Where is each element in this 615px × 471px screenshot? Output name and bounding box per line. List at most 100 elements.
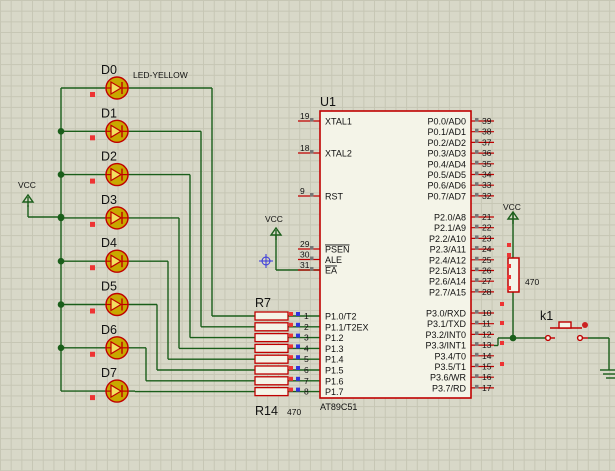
pin-number: 38 (482, 127, 492, 137)
pin-number: 27 (482, 276, 492, 286)
pin-name: P3.5/T1 (434, 362, 466, 372)
resistor-element (254, 343, 289, 354)
pin-name: P2.7/A15 (429, 287, 466, 297)
pin-number: 1 (304, 311, 309, 321)
vcc-arrow-icon (506, 210, 520, 224)
pin-number: 9 (300, 186, 305, 196)
vcc-label-left: VCC (18, 180, 36, 190)
pin-number: 17 (482, 383, 492, 393)
switch-indicator (582, 322, 588, 328)
resistor-element (254, 311, 289, 321)
junction-dot (57, 213, 65, 221)
pin-name: EA (325, 266, 337, 276)
led-value-label: LED-YELLOW (133, 70, 188, 80)
rnet-value: 470 (287, 407, 301, 417)
pin-name: P1.5 (325, 366, 344, 376)
resistor-network[interactable] (254, 311, 300, 397)
junction-dot (57, 171, 65, 178)
pin-number: 25 (482, 255, 492, 265)
pin-name: P3.3/INT1 (425, 341, 466, 351)
resistor-element (254, 376, 289, 386)
pin-number: 8 (304, 387, 309, 397)
ground-icon (600, 369, 615, 379)
probe-crosshair-icon (259, 254, 273, 268)
pin-number: 22 (482, 223, 492, 233)
switch-ref: k1 (540, 309, 553, 323)
led-3[interactable]: D3 (90, 193, 129, 230)
led-ref: D3 (101, 193, 117, 207)
pin-number: 3 (304, 333, 309, 343)
led-7[interactable]: D7 (90, 366, 129, 403)
chip-body[interactable] (319, 110, 472, 399)
pin-name: P3.7/RD (432, 383, 467, 393)
pin-name: P0.5/AD5 (427, 170, 466, 180)
pin-number: 39 (482, 116, 492, 126)
pin-number: 24 (482, 244, 492, 254)
pin-name: ALE (325, 255, 342, 265)
pin-name: P2.1/A9 (434, 223, 466, 233)
pin-name: P1.4 (325, 355, 344, 365)
pin-name: P0.0/AD0 (427, 117, 466, 127)
pin-number: 23 (482, 233, 492, 243)
junction-dot (57, 127, 65, 135)
pin-number: 7 (304, 376, 309, 386)
chip-ref: U1 (320, 95, 336, 109)
pin-name: P3.2/INT0 (425, 330, 466, 340)
junction-dot (509, 334, 517, 342)
vcc-terminals (21, 193, 520, 240)
pin-number: 12 (482, 329, 492, 339)
pin-number: 15 (482, 362, 492, 372)
vcc-label-pullup: VCC (503, 202, 521, 212)
pin-name: P2.5/A13 (429, 266, 466, 276)
pin-name: P1.3 (325, 344, 344, 354)
pin-number: 30 (300, 250, 310, 260)
resistor-element (254, 365, 289, 375)
pin-number: 19 (300, 111, 310, 121)
pin-name: P1.0/T2 (325, 312, 357, 322)
pin-name: PSEN (325, 245, 350, 255)
pin-name: P2.2/A10 (429, 234, 466, 244)
rnet-ref-top: R7 (255, 296, 271, 310)
resistor-element (254, 332, 289, 343)
junction-dot (57, 301, 65, 308)
vcc-label-ea: VCC (265, 214, 283, 224)
pin-number: 33 (482, 180, 492, 190)
pushbutton-switch[interactable] (544, 321, 588, 342)
led-ref: D4 (101, 236, 117, 250)
chip-part: AT89C51 (320, 402, 357, 412)
junction-dot (57, 257, 65, 265)
led-6[interactable]: D6 (90, 323, 129, 360)
pin-name: P3.0/RXD (426, 309, 467, 319)
pin-number: 10 (482, 308, 492, 318)
pin-name: P1.2 (325, 333, 344, 343)
led-2[interactable]: D2 (90, 150, 129, 187)
resistor-element (254, 386, 289, 397)
pin-name: P0.2/AD2 (427, 138, 466, 148)
pin-number: 37 (482, 137, 492, 147)
rnet-ref-bottom: R14 (255, 404, 278, 418)
pin-name: P0.3/AD3 (427, 149, 466, 159)
pin-name: P2.6/A14 (429, 277, 466, 287)
pullup-value: 470 (525, 277, 539, 287)
pin-name: P0.1/AD1 (427, 127, 466, 137)
resistor-element (254, 354, 289, 364)
pin-number: 35 (482, 159, 492, 169)
pin-number: 29 (300, 239, 310, 249)
pin-number: 31 (300, 260, 310, 270)
led-ref: D5 (101, 280, 117, 294)
led-1[interactable]: D1 (90, 106, 129, 144)
pin-name: P2.4/A12 (429, 255, 466, 265)
vcc-arrow-icon (21, 193, 35, 207)
led-5[interactable]: D5 (90, 280, 129, 317)
led-4[interactable]: D4 (90, 236, 129, 273)
led-0[interactable]: D0 (90, 63, 129, 100)
pin-name: P2.0/A8 (434, 213, 466, 223)
pin-number: 13 (482, 340, 492, 350)
led-ref: D1 (101, 106, 117, 120)
pin-name: P3.4/T0 (434, 351, 466, 361)
pin-number: 26 (482, 266, 492, 276)
